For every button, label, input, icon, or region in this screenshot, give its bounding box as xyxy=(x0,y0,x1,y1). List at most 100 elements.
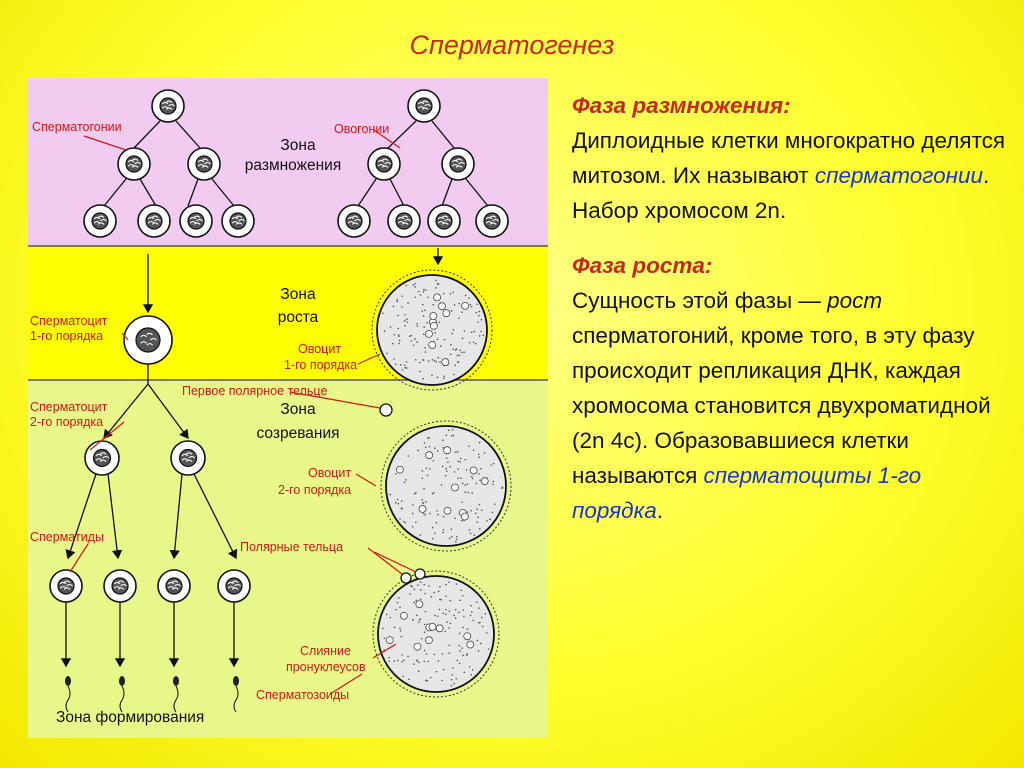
cytoplasm-dot xyxy=(438,660,440,662)
label-spermatocyte2-line2: 2-го порядка xyxy=(30,415,103,430)
label-oocyte1-line2: 1-го порядка xyxy=(284,358,357,373)
cytoplasm-dot xyxy=(477,321,479,323)
label-pointer xyxy=(70,544,88,572)
phase2-end: . xyxy=(657,498,663,523)
cytoplasm-dot xyxy=(423,334,425,336)
cytoplasm-dot xyxy=(404,325,406,327)
cytoplasm-dot xyxy=(406,318,408,320)
cytoplasm-dot xyxy=(453,615,455,617)
yolk-granule xyxy=(419,505,426,512)
cytoplasm-dot xyxy=(414,589,416,591)
cytoplasm-dot xyxy=(450,600,452,602)
cytoplasm-dot xyxy=(467,628,469,630)
connector-line xyxy=(388,121,416,148)
label-pointer xyxy=(368,548,402,574)
cytoplasm-dot xyxy=(394,626,396,628)
cytoplasm-dot xyxy=(434,332,436,334)
cytoplasm-dot xyxy=(423,359,425,361)
label-spermatocyte1-line2: 1-го порядка xyxy=(30,329,103,344)
cytoplasm-dot xyxy=(417,584,419,586)
cytoplasm-dot xyxy=(429,468,431,470)
cytoplasm-dot xyxy=(422,378,424,380)
explanation-text: Фаза размножения: Диплоидные клетки мног… xyxy=(572,88,1012,528)
cytoplasm-dot xyxy=(480,331,482,333)
nucleus xyxy=(226,578,242,594)
connector-line xyxy=(68,474,96,558)
cytoplasm-dot xyxy=(472,669,474,671)
cytoplasm-dot xyxy=(451,679,453,681)
cytoplasm-dot xyxy=(409,593,411,595)
cytoplasm-dot xyxy=(393,306,395,308)
cytoplasm-dot xyxy=(423,289,425,291)
cytoplasm-dot xyxy=(424,624,426,626)
cytoplasm-dot xyxy=(432,538,434,540)
cytoplasm-dot xyxy=(458,303,460,305)
cytoplasm-dot xyxy=(461,647,463,649)
cytoplasm-dot xyxy=(464,330,466,332)
cytoplasm-dot xyxy=(386,353,388,355)
cytoplasm-dot xyxy=(493,463,495,465)
cytoplasm-dot xyxy=(415,522,417,524)
cytoplasm-dot xyxy=(399,518,401,520)
cytoplasm-dot xyxy=(414,338,416,340)
cytoplasm-dot xyxy=(422,304,424,306)
cytoplasm-dot xyxy=(451,528,453,530)
cytoplasm-dot xyxy=(469,529,471,531)
cytoplasm-dot xyxy=(416,341,418,343)
nucleus xyxy=(146,213,162,229)
cytoplasm-dot xyxy=(386,614,388,616)
cytoplasm-dot xyxy=(458,645,460,647)
cytoplasm-dot xyxy=(434,447,436,449)
cytoplasm-dot xyxy=(471,476,473,478)
label-zone-maturation-1: Зона xyxy=(253,400,343,419)
cytoplasm-dot xyxy=(425,447,427,449)
cytoplasm-dot xyxy=(426,322,428,324)
cytoplasm-dot xyxy=(471,492,473,494)
label-pointer xyxy=(356,474,376,486)
cytoplasm-dot xyxy=(401,636,403,638)
cytoplasm-dot xyxy=(486,520,488,522)
cytoplasm-dot xyxy=(471,611,473,613)
cytoplasm-dot xyxy=(439,609,441,611)
spermatozoon-head xyxy=(233,676,239,686)
cytoplasm-dot xyxy=(443,612,445,614)
cytoplasm-dot xyxy=(467,511,469,513)
label-first-polar-body: Первое полярное тельце xyxy=(182,384,327,399)
cytoplasm-dot xyxy=(462,627,464,629)
cytoplasm-dot xyxy=(455,541,457,543)
label-fusion-line1: Слияние xyxy=(300,644,351,659)
cytoplasm-dot xyxy=(399,628,401,630)
yolk-granule xyxy=(429,341,436,348)
cytoplasm-dot xyxy=(473,620,475,622)
label-pointer xyxy=(84,136,126,150)
cytoplasm-dot xyxy=(458,612,460,614)
nucleus xyxy=(346,213,362,229)
nucleus xyxy=(160,98,176,114)
cytoplasm-dot xyxy=(464,672,466,674)
cytoplasm-dot xyxy=(462,655,464,657)
cytoplasm-dot xyxy=(460,589,462,591)
cytoplasm-dot xyxy=(426,653,428,655)
cytoplasm-dot xyxy=(489,519,491,521)
cytoplasm-dot xyxy=(443,375,445,377)
cytoplasm-dot xyxy=(426,467,428,469)
connector-line xyxy=(194,474,236,558)
cytoplasm-dot xyxy=(395,502,397,504)
label-polar-bodies: Полярные тельца xyxy=(240,540,343,555)
cytoplasm-dot xyxy=(445,475,447,477)
cytoplasm-dot xyxy=(420,598,422,600)
cytoplasm-dot xyxy=(479,311,481,313)
cytoplasm-dot xyxy=(470,615,472,617)
cytoplasm-dot xyxy=(458,361,460,363)
yolk-granule xyxy=(436,625,443,632)
cytoplasm-dot xyxy=(423,326,425,328)
cytoplasm-dot xyxy=(459,354,461,356)
cytoplasm-dot xyxy=(434,654,436,656)
cytoplasm-dot xyxy=(471,331,473,333)
connector-line xyxy=(442,179,452,206)
cytoplasm-dot xyxy=(397,315,399,317)
cytoplasm-dot xyxy=(399,606,401,608)
cytoplasm-dot xyxy=(470,605,472,607)
spermatogenesis-diagram: Сперматогонии Овогонии Зона размножения … xyxy=(28,78,548,738)
cytoplasm-dot xyxy=(437,283,439,285)
